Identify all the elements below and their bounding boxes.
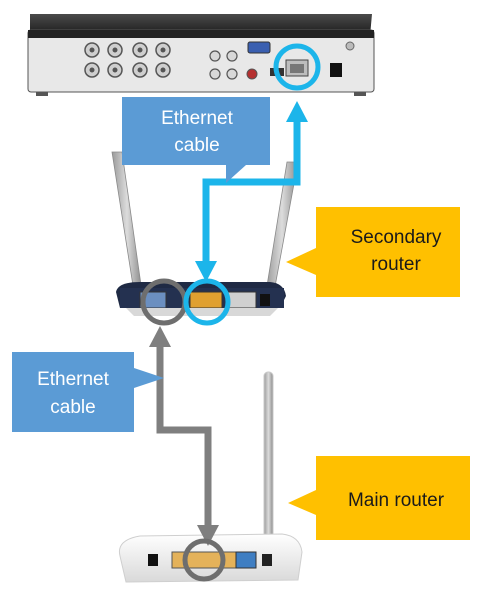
secondary-router-lan-port-highlight <box>183 278 231 326</box>
main-router <box>118 371 303 583</box>
main-router-lan-port-highlight <box>182 538 226 582</box>
main-router-callout-label: Main router <box>348 490 445 511</box>
gray-cable-arrowhead-down <box>197 525 219 546</box>
blue-cable-arrowhead-down <box>195 261 217 282</box>
blue-cable-arrowhead-up <box>286 101 308 122</box>
ethernet-callout-top: Ethernet cable <box>122 97 270 183</box>
secondary-router-callout: Secondary router <box>286 207 460 297</box>
secondary-router <box>111 151 299 316</box>
gray-ethernet-cable <box>140 278 226 582</box>
ethernet-callout-left: Ethernet cable <box>12 352 164 432</box>
ethernet-callout-top-line1: Ethernet <box>161 108 234 129</box>
ethernet-callout-left-line2: cable <box>50 397 95 418</box>
dvr-lan-port-highlight <box>273 43 321 91</box>
secondary-router-callout-line1: Secondary <box>351 227 442 248</box>
ethernet-callout-left-line1: Ethernet <box>37 369 110 390</box>
blue-ethernet-cable <box>183 43 321 326</box>
ethernet-callout-top-line2: cable <box>174 135 219 156</box>
secondary-router-callout-line2: router <box>371 254 421 275</box>
dvr-device <box>27 14 375 96</box>
main-router-callout: Main router <box>288 456 470 540</box>
bnc-connectors <box>84 42 171 78</box>
gray-cable-arrowhead-up <box>149 326 171 347</box>
